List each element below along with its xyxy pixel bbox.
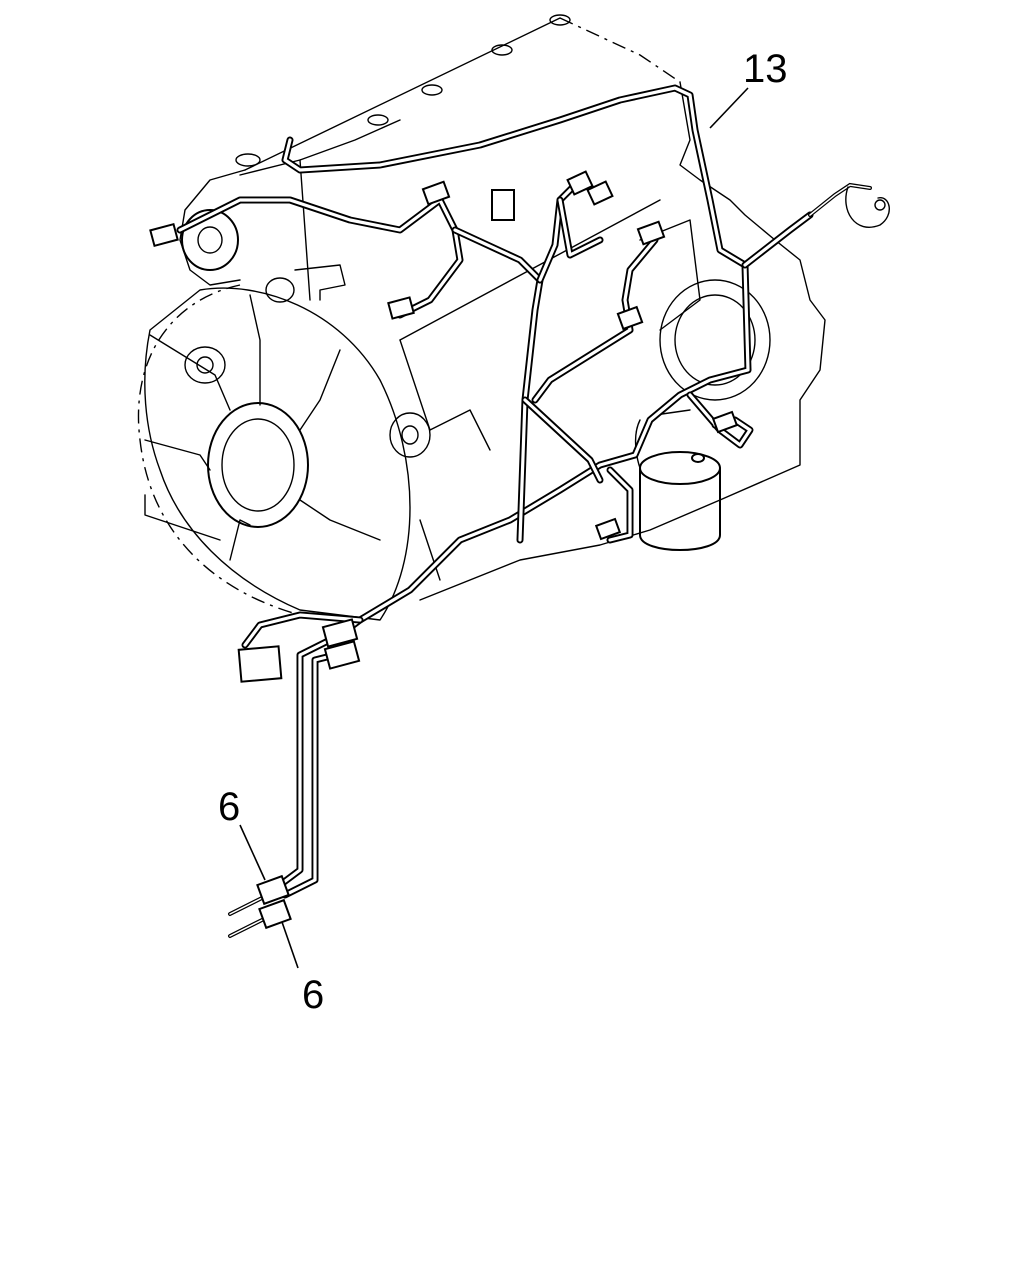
part-6-connectors (228, 874, 292, 938)
ground-wire (808, 182, 890, 228)
callout-6-lower: 6 (281, 921, 324, 1017)
cooling-fan (137, 284, 431, 621)
callout-label-6-upper: 6 (218, 785, 240, 829)
callout-13: 13 (709, 47, 788, 129)
valve-cover-bosses (235, 14, 571, 167)
callout-6-upper: 6 (218, 785, 266, 881)
callout-label-6-lower: 6 (302, 973, 324, 1017)
callout-label-13: 13 (743, 47, 788, 91)
harness-connectors (149, 170, 739, 683)
starter-motor (634, 409, 721, 551)
engine-block (179, 14, 826, 601)
